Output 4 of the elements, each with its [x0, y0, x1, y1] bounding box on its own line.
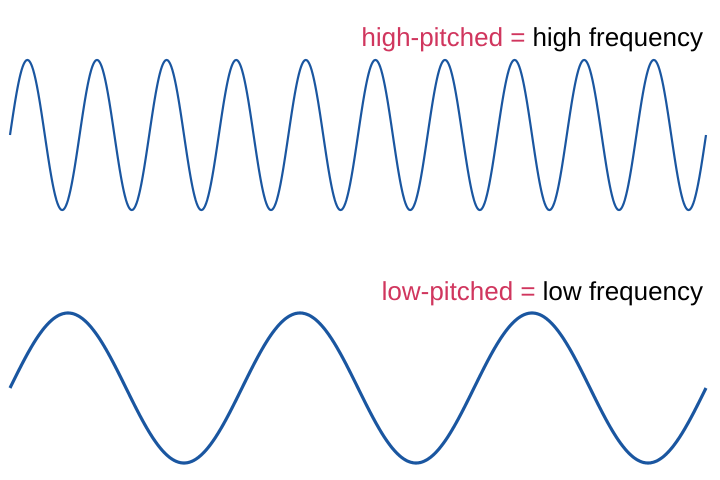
pitch-label: high-pitched =: [361, 22, 526, 52]
pitch-label: low-pitched =: [382, 276, 536, 306]
frequency-label: high frequency: [532, 22, 703, 52]
frequency-label: low frequency: [542, 276, 703, 306]
